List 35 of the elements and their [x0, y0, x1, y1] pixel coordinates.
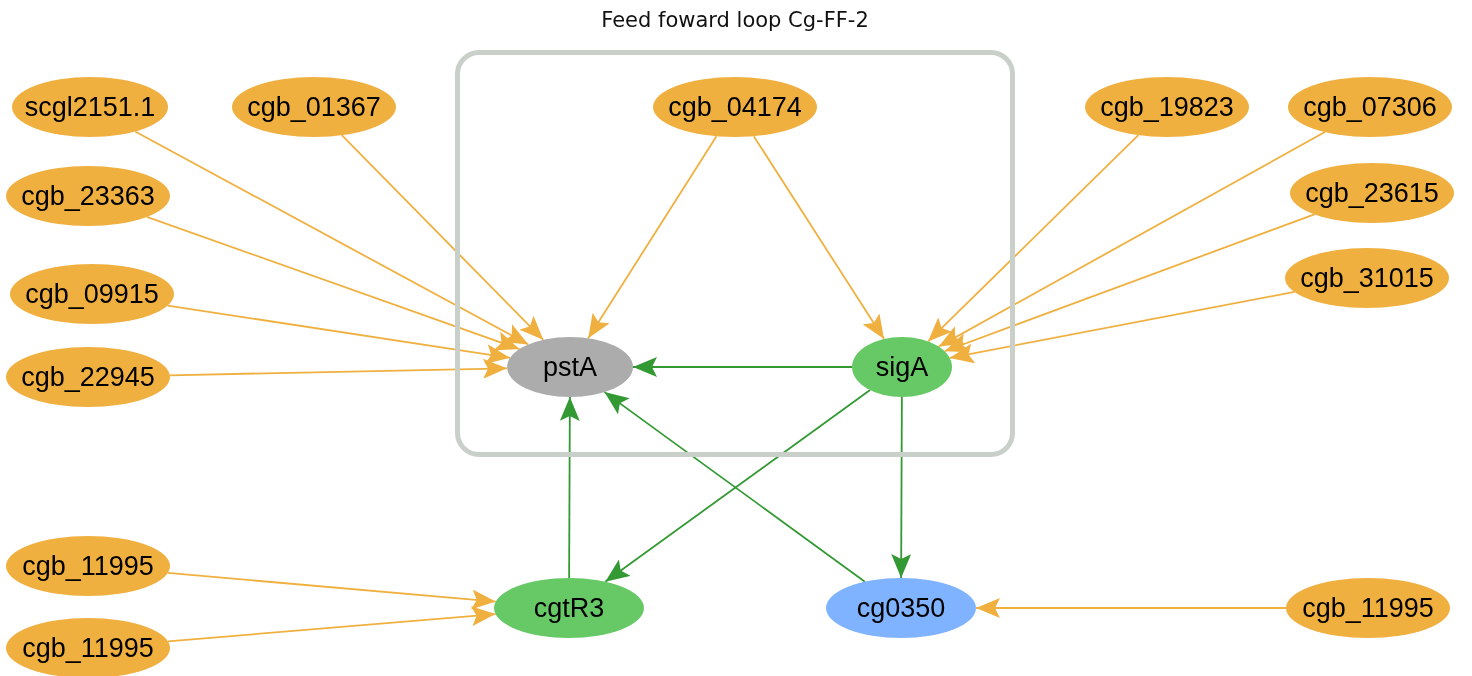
gene-node: cg0350: [826, 578, 976, 638]
arrow: [937, 131, 1326, 348]
gene-node: cgb_31015: [1285, 248, 1449, 308]
arrow: [166, 304, 511, 365]
gene-node: cgb_07306: [1288, 77, 1452, 137]
arrow: [168, 358, 508, 379]
arrow: [927, 134, 1140, 343]
gene-node: cgb_04174: [653, 77, 817, 137]
arrow: [134, 130, 530, 346]
gene-node: cgb_23615: [1290, 163, 1454, 223]
gene-node: cgb_22945: [6, 347, 170, 407]
arrow: [632, 357, 853, 377]
gene-node: cgb_11995: [1286, 578, 1450, 638]
arrow: [167, 606, 497, 643]
arrow: [891, 396, 912, 579]
gene-node: scgl2151.1: [12, 77, 168, 137]
gene-node: cgb_11995: [6, 618, 170, 676]
arrow: [166, 572, 497, 610]
cluster-title: Feed foward loop Cg-FF-2: [600, 8, 870, 32]
gene-node: cgb_09915: [10, 264, 174, 324]
gene-node: sigA: [852, 337, 952, 397]
arrow: [587, 135, 718, 340]
arrow: [559, 396, 580, 579]
arrow: [975, 598, 1287, 618]
gene-node: cgb_19823: [1085, 77, 1249, 137]
gene-node: cgtR3: [494, 578, 644, 638]
arrow: [943, 213, 1316, 353]
arrow: [340, 134, 545, 341]
gene-node: cgb_11995: [6, 536, 170, 596]
gene-node: cgb_23363: [6, 166, 170, 226]
arrow: [948, 291, 1296, 364]
gene-node: cgb_01367: [232, 77, 396, 137]
arrow: [752, 135, 885, 340]
arrow: [145, 216, 521, 351]
gene-node: pstA: [507, 337, 633, 397]
